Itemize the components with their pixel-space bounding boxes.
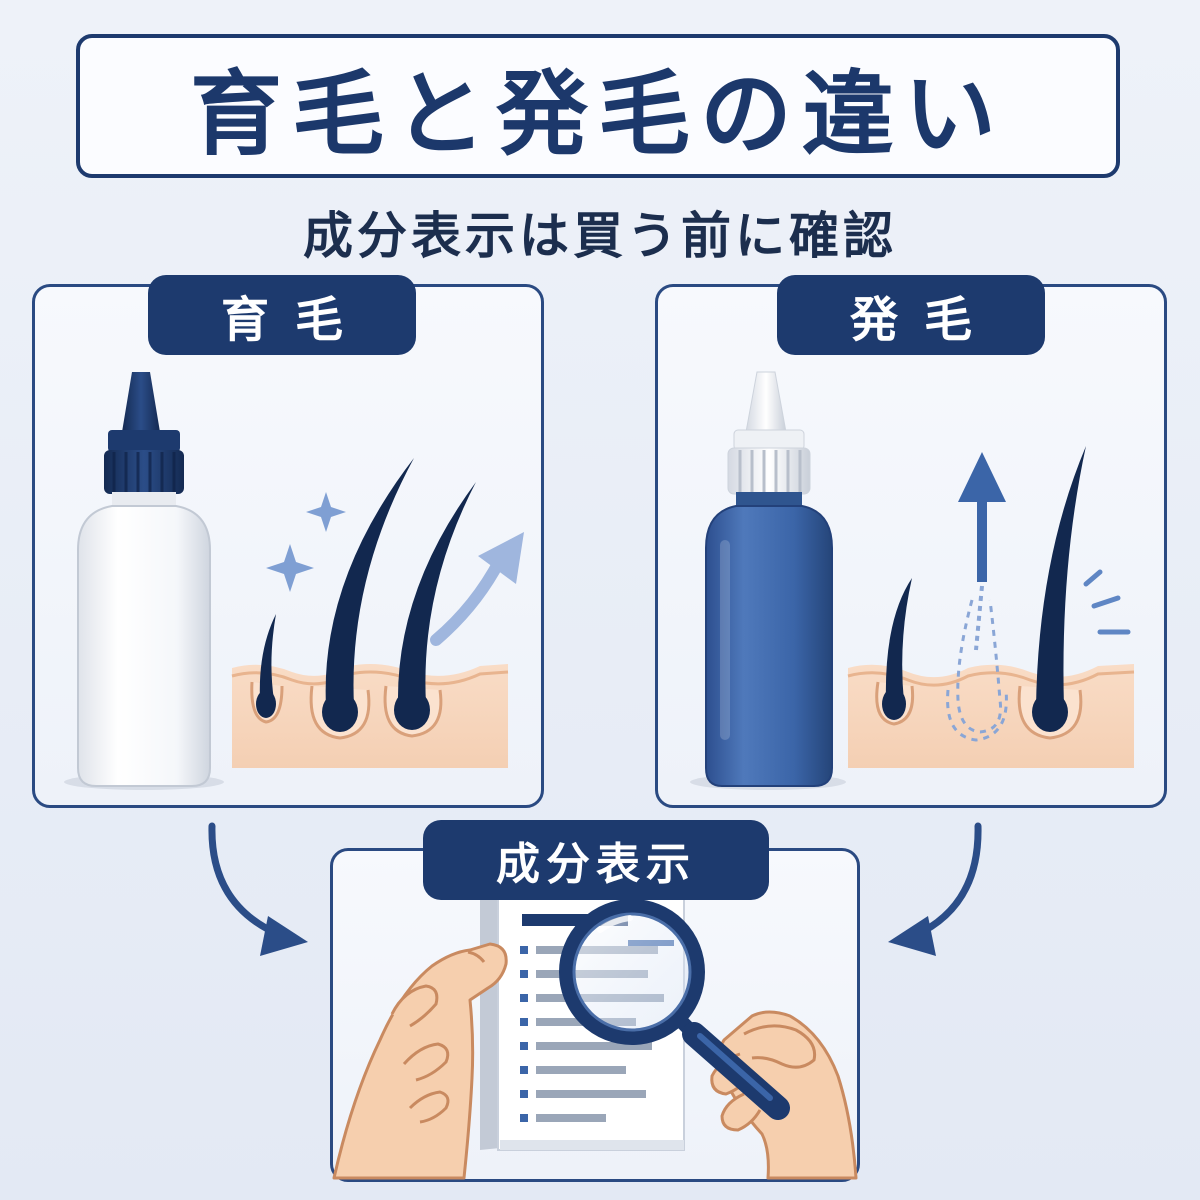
label-ingredient-label: 成分表示 (423, 820, 769, 900)
curved-arrow-left-icon (208, 822, 308, 956)
up-arrow-icon (958, 452, 1006, 651)
hand-icon (332, 942, 508, 1180)
white-bottle-icon (64, 372, 224, 790)
magnifying-glass-icon (559, 899, 790, 1120)
blue-bottle-icon (690, 371, 846, 790)
label-hair-growth-care: 育毛 (148, 275, 416, 355)
subtitle: 成分表示は買う前に確認 (303, 207, 897, 265)
hand-icon (743, 1024, 817, 1069)
burst-lines-icon (1083, 569, 1131, 635)
label-hair-regrowth: 発毛 (777, 275, 1045, 355)
sparkle-icon (266, 492, 346, 592)
curved-arrow-right-icon (888, 822, 982, 956)
dashed-new-hair-icon (946, 599, 1008, 742)
hair-follicle-icon (231, 458, 509, 768)
upward-curve-arrow-icon (430, 532, 524, 646)
title-box: 育毛と発毛の違い (76, 34, 1120, 178)
hair-follicle-icon (847, 446, 1135, 768)
page-title: 育毛と発毛の違い (189, 60, 1006, 168)
